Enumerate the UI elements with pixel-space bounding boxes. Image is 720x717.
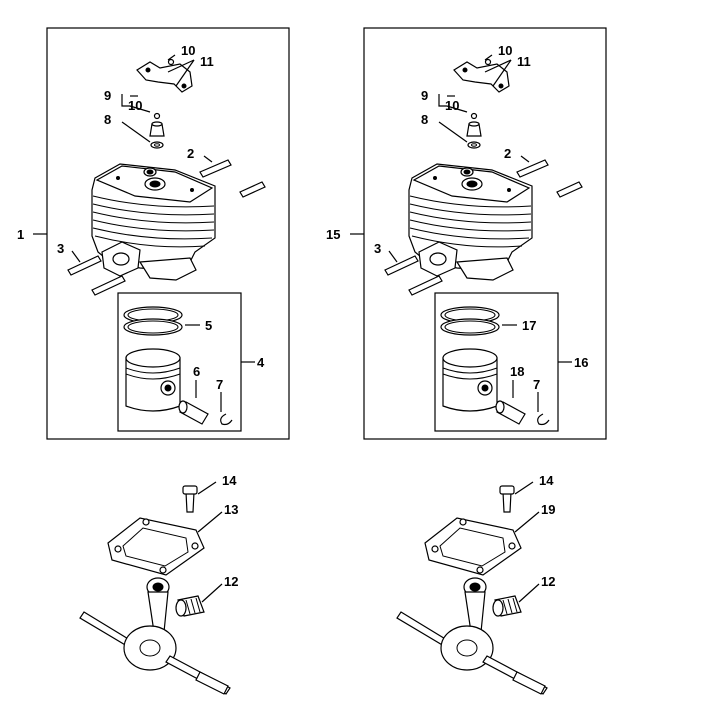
right-callout-7: 7 <box>533 377 540 392</box>
right-callout-11: 11 <box>517 54 531 69</box>
right-callout-8: 8 <box>421 112 428 127</box>
right-cylinder-assembly: 15 16 10 11 9 10 8 2 3 17 18 7 <box>326 27 607 440</box>
left-callout-10a: 10 <box>181 43 195 58</box>
left-cylinder-assembly: 1 4 10 11 9 10 8 2 3 5 6 7 <box>17 27 290 440</box>
left-callout-11: 11 <box>200 54 214 69</box>
left-piston-kit-label: 4 <box>257 355 265 370</box>
right-callout-3: 3 <box>374 241 381 256</box>
right-callout-9: 9 <box>421 88 428 103</box>
right-callout-18: 18 <box>510 364 524 379</box>
left-callout-14: 14 <box>222 473 237 488</box>
left-callout-13: 13 <box>224 502 238 517</box>
right-callout-12: 12 <box>541 574 555 589</box>
left-callout-2: 2 <box>187 146 194 161</box>
left-crankshaft-assembly: 14 13 12 <box>79 473 238 695</box>
left-callout-7: 7 <box>216 377 223 392</box>
right-piston-kit-label: 16 <box>574 355 588 370</box>
right-callout-14: 14 <box>539 473 554 488</box>
left-callout-8: 8 <box>104 112 111 127</box>
right-callout-10b: 10 <box>445 98 459 113</box>
right-crankshaft-assembly: 14 19 12 <box>396 473 555 695</box>
left-callout-3: 3 <box>57 241 64 256</box>
left-callout-10b: 10 <box>128 98 142 113</box>
left-callout-9: 9 <box>104 88 111 103</box>
right-callout-2: 2 <box>504 146 511 161</box>
left-callout-6: 6 <box>193 364 200 379</box>
right-callout-10a: 10 <box>498 43 512 58</box>
left-callout-5: 5 <box>205 318 212 333</box>
right-callout-19: 19 <box>541 502 555 517</box>
right-callout-17: 17 <box>522 318 536 333</box>
left-kit-label: 1 <box>17 227 24 242</box>
left-callout-12: 12 <box>224 574 238 589</box>
right-kit-label: 15 <box>326 227 340 242</box>
